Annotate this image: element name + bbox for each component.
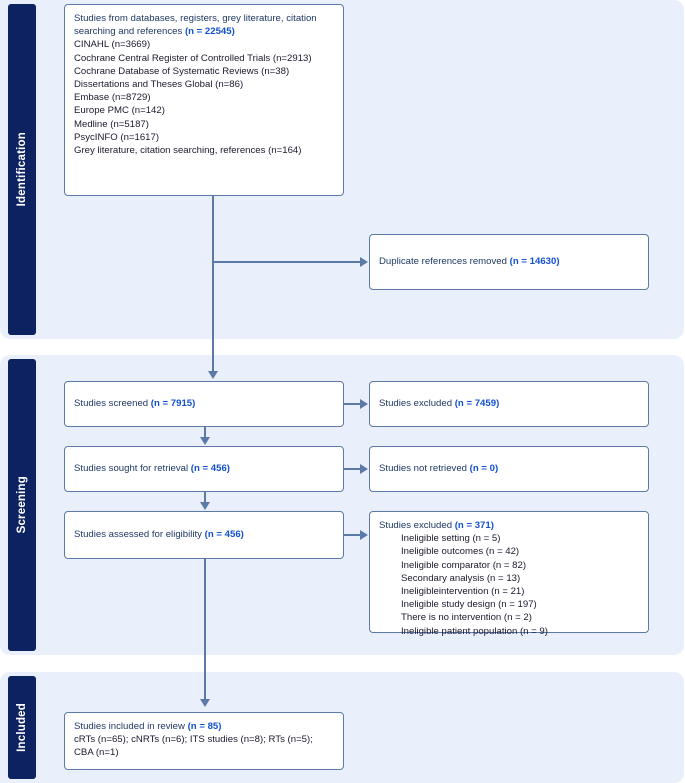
arrowhead-to-retrieval (200, 437, 210, 445)
source-item: Cochrane Database of Systematic Reviews … (74, 65, 290, 77)
stage-tab-label-included: Included (16, 703, 28, 752)
not-retrieved-heading: Studies not retrieved (n = 0) (379, 462, 498, 475)
connector-eligibility-to-excluded (344, 534, 361, 536)
source-item: Medline (n=5187) (74, 118, 149, 130)
source-item: Europe PMC (n=142) (74, 105, 165, 117)
included-count: (n = 85) (187, 721, 222, 732)
eligibility-count: (n = 456) (204, 529, 244, 541)
exclusion-reason-item: Ineligible comparator (n = 82) (401, 559, 527, 571)
not-retrieved-count: (n = 0) (469, 463, 499, 475)
connector-identification-trunk (212, 196, 214, 376)
exclusion-reason-item: Secondary analysis (n = 13) (401, 572, 521, 584)
excluded-screening-heading-text: Studies excluded (379, 398, 455, 410)
retrieval-count: (n = 456) (190, 463, 230, 475)
excluded-screening-heading: Studies excluded (n = 7459) (379, 397, 499, 410)
stage-tab-identification: Identification (8, 4, 36, 335)
connector-eligibility-to-included (204, 559, 206, 702)
excluded-eligibility-count: (n = 371) (454, 520, 494, 531)
retrieval-heading-text: Studies sought for retrieval (74, 463, 191, 475)
retrieval-heading: Studies sought for retrieval (n = 456) (74, 462, 230, 475)
exclusion-reason-list: Ineligible setting (n = 5) Ineligible ou… (379, 532, 639, 638)
excluded-eligibility-heading: Studies excluded (n = 371) (379, 519, 639, 532)
connector-identification-to-duplicates (212, 261, 361, 263)
box-studies-sought-for-retrieval: Studies sought for retrieval (n = 456) (64, 446, 344, 492)
box-identification-sources: Studies from databases, registers, grey … (64, 4, 344, 196)
excluded-screening-count: (n = 7459) (454, 398, 500, 410)
screened-heading: Studies screened (n = 7915) (74, 397, 195, 410)
source-item: Cochrane Central Register of Controlled … (74, 52, 312, 64)
box-studies-excluded-screening: Studies excluded (n = 7459) (369, 381, 649, 427)
exclusion-reason-item: Ineligibleintervention (n = 21) (401, 586, 525, 598)
not-retrieved-heading-text: Studies not retrieved (379, 463, 470, 475)
source-item: Dissertations and Theses Global (n=86) (74, 79, 244, 91)
arrowhead-to-excluded-eligibility (360, 530, 368, 540)
source-item: CINAHL (n=3669) (74, 39, 151, 51)
arrowhead-to-excluded-screening (360, 399, 368, 409)
stage-tab-screening: Screening (8, 359, 36, 651)
connector-retrieval-to-eligibility (204, 492, 206, 504)
box-studies-included-in-review: Studies included in review (n = 85) cRTs… (64, 712, 344, 770)
identification-source-list: CINAHL (n=3669) Cochrane Central Registe… (74, 38, 334, 157)
box-studies-excluded-eligibility: Studies excluded (n = 371) Ineligible se… (369, 511, 649, 637)
connector-screened-to-excluded (344, 403, 361, 405)
box-studies-screened: Studies screened (n = 7915) (64, 381, 344, 427)
exclusion-reason-item: There is no intervention (n = 2) (401, 612, 532, 624)
source-item: Grey literature, citation searching, ref… (74, 145, 302, 157)
box-duplicate-references-removed: Duplicate references removed (n = 14630) (369, 234, 649, 290)
exclusion-reason-item: Ineligible patient population (n = 9) (401, 625, 548, 637)
connector-screened-to-retrieval (204, 427, 206, 439)
screened-heading-text: Studies screened (74, 398, 151, 410)
connector-retrieval-to-notretrieved (344, 468, 361, 470)
included-heading: Studies included in review (n = 85) (74, 720, 334, 733)
source-item: Embase (n=8729) (74, 92, 151, 104)
box-studies-assessed-for-eligibility: Studies assessed for eligibility (n = 45… (64, 511, 344, 559)
source-item: PsycINFO (n=1617) (74, 131, 160, 143)
arrowhead-to-included (200, 699, 210, 707)
identification-heading-text: Studies from databases, registers, grey … (74, 13, 317, 38)
eligibility-heading-text: Studies assessed for eligibility (74, 529, 205, 541)
duplicates-heading-text: Duplicate references removed (379, 256, 510, 268)
included-detail-line-1: cRTs (n=65); cNRTs (n=6); ITS studies (n… (74, 734, 313, 746)
included-detail-line-2: CBA (n=1) (74, 747, 119, 759)
arrowhead-to-duplicates (360, 257, 368, 267)
exclusion-reason-item: Ineligible setting (n = 5) (401, 533, 501, 545)
duplicates-count: (n = 14630) (509, 256, 560, 268)
stage-tab-included: Included (8, 676, 36, 779)
duplicates-heading: Duplicate references removed (n = 14630) (379, 255, 560, 268)
arrowhead-to-eligibility (200, 502, 210, 510)
screened-count: (n = 7915) (150, 398, 196, 410)
excluded-eligibility-heading-text: Studies excluded (379, 520, 455, 531)
included-heading-text: Studies included in review (74, 721, 188, 732)
identification-count: (n = 22545) (184, 26, 235, 38)
arrowhead-to-not-retrieved (360, 464, 368, 474)
stage-tab-label-screening: Screening (16, 476, 28, 534)
exclusion-reason-item: Ineligible outcomes (n = 42) (401, 546, 520, 558)
eligibility-heading: Studies assessed for eligibility (n = 45… (74, 528, 244, 541)
arrowhead-identification-to-screened (208, 371, 218, 379)
box-studies-not-retrieved: Studies not retrieved (n = 0) (369, 446, 649, 492)
identification-heading: Studies from databases, registers, grey … (74, 12, 334, 38)
stage-tab-label-identification: Identification (16, 132, 28, 207)
exclusion-reason-item: Ineligible study design (n = 197) (401, 599, 537, 611)
